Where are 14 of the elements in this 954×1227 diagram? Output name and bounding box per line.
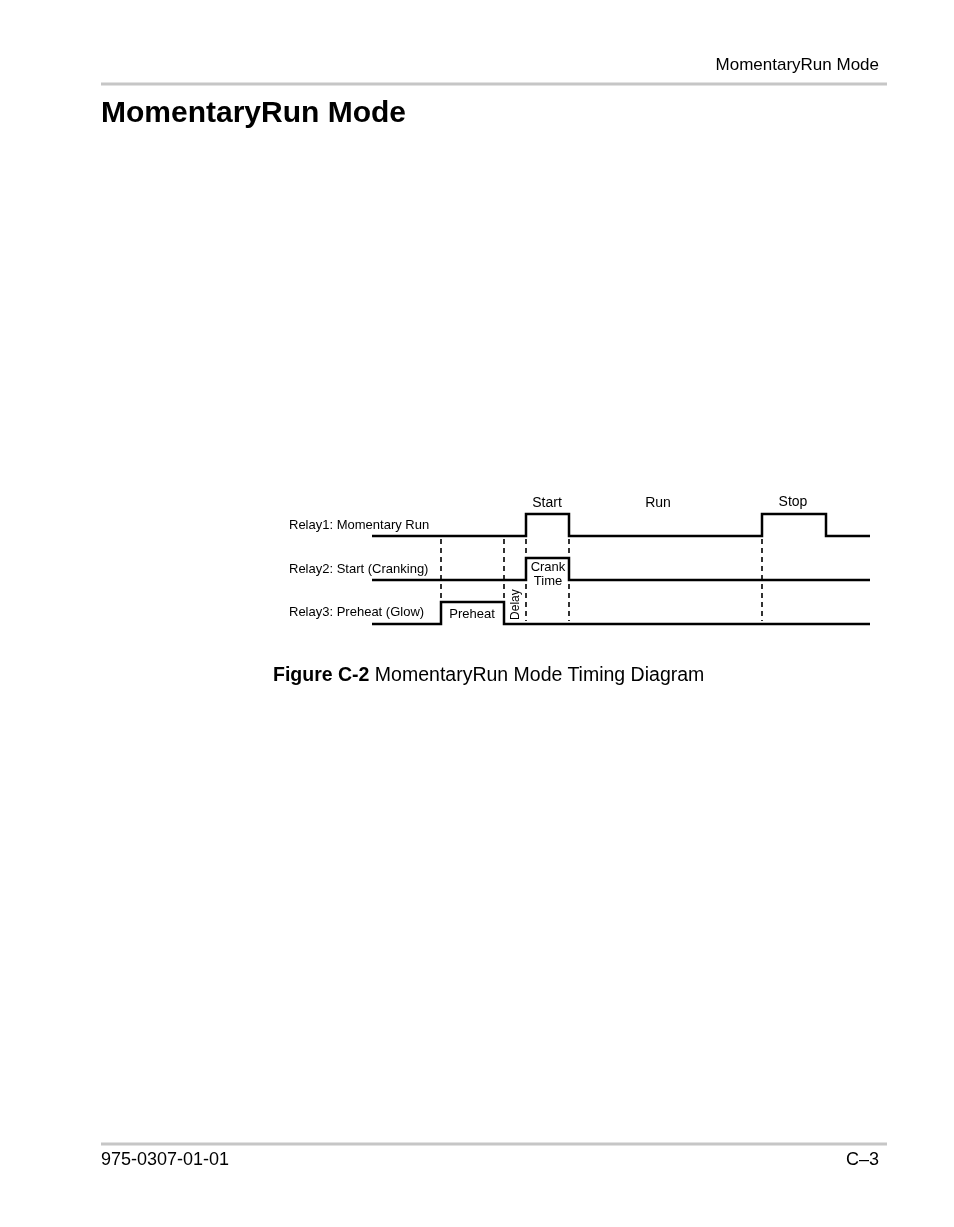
signal-label: Relay3: Preheat (Glow) (289, 605, 425, 620)
figure-caption: Figure C-2 MomentaryRun Mode Timing Diagram (273, 664, 705, 686)
phase-label: Run (645, 495, 671, 511)
phase-label: Stop (778, 494, 808, 510)
signal-label: Relay2: Start (Cranking) (289, 562, 429, 577)
signal-label: Relay1: Momentary Run (289, 518, 430, 533)
page-number: C–3 (845, 1150, 879, 1170)
phase-label: Preheat (449, 607, 495, 622)
document-number: 975-0307-01-01 (101, 1150, 230, 1170)
page-title: MomentaryRun Mode (101, 95, 406, 128)
phase-label: Delay (508, 588, 522, 620)
phase-label: Start (532, 495, 562, 511)
running-header: MomentaryRun Mode (715, 56, 879, 75)
phase-label: Crank Time (530, 560, 566, 588)
